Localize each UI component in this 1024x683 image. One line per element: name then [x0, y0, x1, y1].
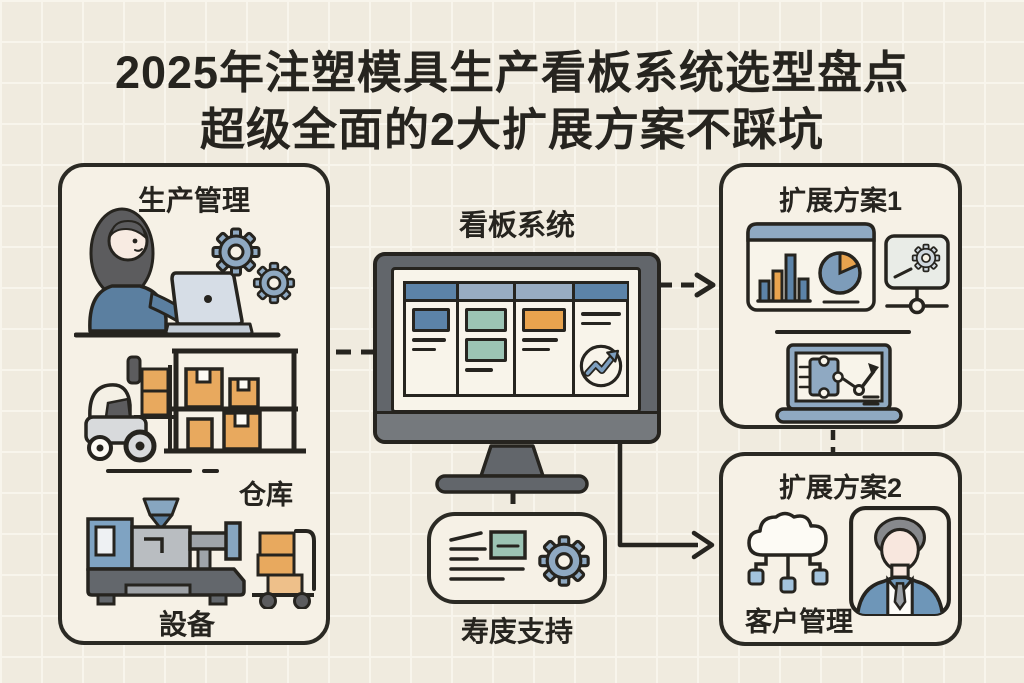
connector-kanban-to-expansion1	[659, 272, 716, 298]
forklift-icon	[84, 355, 178, 463]
dashboard-charts-icon	[746, 222, 876, 312]
warehouse-label: 仓库	[239, 480, 293, 510]
warehouse-shelf-boxes-icon	[164, 348, 306, 454]
kanban-column	[459, 284, 516, 394]
equipment-label: 設备	[158, 609, 215, 640]
connector-kanban-to-expansion2	[617, 440, 715, 560]
monitor-stand	[435, 444, 589, 494]
expansion2-panel: 扩展方案2 客户管理	[719, 452, 962, 646]
production-panel: 生产管理	[58, 163, 330, 645]
support-label: 寿庋支持	[460, 616, 573, 647]
document-gear-icon	[449, 530, 590, 587]
settings-network-icon	[884, 234, 950, 315]
kanban-card	[522, 308, 566, 332]
page-title-line-1: 2025年注塑模具生产看板系统选型盘点	[114, 47, 910, 98]
kanban-column	[575, 284, 627, 394]
connector-production-to-kanban	[336, 349, 378, 355]
monitor-screen	[391, 267, 641, 413]
connector-kanban-to-support	[510, 492, 516, 512]
kanban-column	[406, 284, 459, 394]
kanban-title: 看板系统	[458, 210, 575, 242]
kanban-column-header	[406, 284, 456, 302]
kanban-board-monitor	[373, 252, 661, 444]
trend-arrow-circle-icon	[576, 341, 626, 391]
businessman-portrait-icon	[849, 506, 951, 616]
injection-molding-machine-icon	[86, 497, 246, 606]
expansion1-panel: 扩展方案1	[719, 163, 962, 429]
kanban-column-header	[575, 284, 627, 302]
left-panel-divider-dash	[202, 469, 219, 473]
gears-icon	[211, 227, 296, 305]
kanban-column-header	[459, 284, 513, 302]
expansion1-title: 扩展方案1	[778, 186, 903, 216]
laptop-flowchart-icon	[775, 343, 903, 424]
kanban-card	[412, 308, 450, 332]
kanban-board	[403, 281, 629, 397]
production-panel-title: 生产管理	[137, 185, 250, 216]
left-panel-divider	[106, 469, 192, 473]
kanban-card	[465, 308, 507, 332]
hand-truck-boxes-icon	[252, 529, 316, 609]
crm-label: 客户管理	[745, 607, 853, 637]
kanban-column-header	[516, 284, 572, 302]
expansion1-divider	[775, 330, 911, 334]
support-box	[427, 512, 607, 604]
expansion2-title: 扩展方案2	[778, 473, 903, 503]
cloud-network-icon	[747, 511, 829, 594]
woman-working-on-laptop-icon	[74, 207, 281, 338]
page-title-line-2: 超级全面的2大扩展方案不踩坑	[199, 104, 825, 155]
kanban-column	[516, 284, 575, 394]
kanban-card	[465, 338, 507, 362]
connector-expansion1-to-expansion2	[830, 430, 836, 452]
